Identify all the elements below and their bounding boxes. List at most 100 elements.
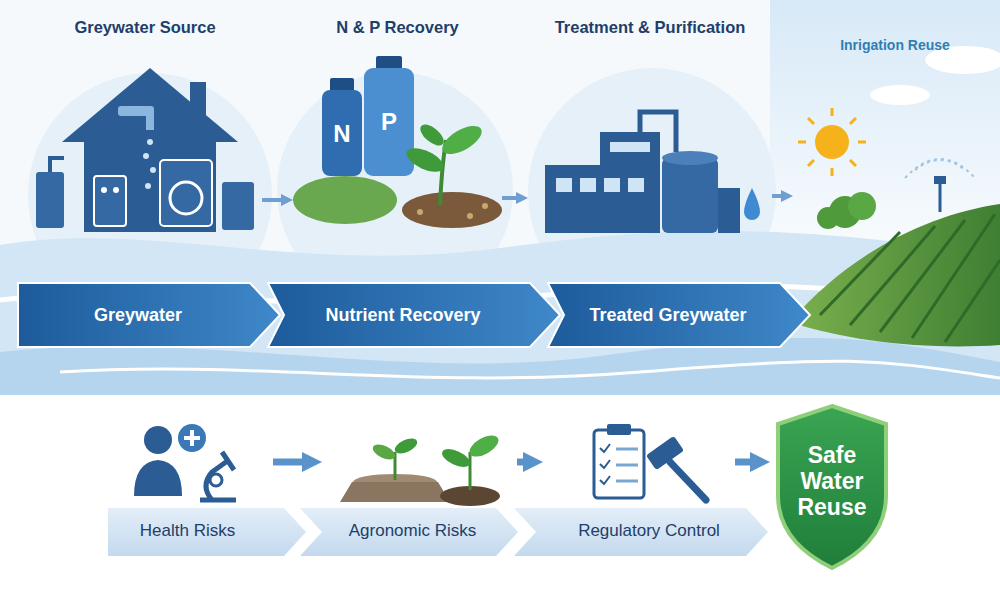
- house-illustration: [94, 176, 126, 226]
- treatment-plant-illustration: [545, 165, 660, 233]
- bottle-letter: N: [333, 120, 350, 148]
- nutrient-illustration: [322, 90, 362, 176]
- sun-symbol: [798, 108, 866, 176]
- health-icon: [178, 424, 206, 452]
- node-label: Greywater: [94, 305, 204, 326]
- treatment-plant-illustration: [580, 178, 596, 192]
- flow-arrow: Treated Greywater: [548, 283, 810, 347]
- flow-connector: [517, 459, 523, 466]
- treatment-plant-illustration: [610, 142, 650, 152]
- house-illustration: [190, 82, 206, 116]
- treatment-plant-illustration: [640, 112, 676, 152]
- arrow-outline: [18, 283, 280, 347]
- field-illustration: [817, 207, 839, 229]
- treatment-plant-illustration: [545, 112, 760, 233]
- flow-arrow: Nutrient Recovery: [268, 283, 560, 347]
- arrow-outline: [268, 283, 560, 347]
- agronomic-icon: [371, 441, 398, 462]
- risk-step-band: [108, 508, 768, 556]
- flow-arrow: Greywater: [18, 283, 280, 347]
- flow-connector: [772, 194, 781, 198]
- background: [870, 85, 930, 105]
- nutrient-illustration: [402, 192, 502, 228]
- treatment-plant-illustration: [604, 178, 620, 192]
- flow-connector: [273, 459, 302, 466]
- stage-heading: Greywater Source: [74, 18, 215, 37]
- node-label: Agronomic Risks: [349, 521, 477, 541]
- house-illustration: [147, 139, 153, 145]
- house-illustration: [222, 182, 254, 230]
- health-icon: [200, 452, 236, 500]
- nutrient-illustration: [364, 68, 414, 176]
- nutrient-illustration: [376, 56, 402, 70]
- field-illustration: [790, 204, 1000, 346]
- risk-step-band: [300, 508, 518, 556]
- house-illustration: [150, 167, 156, 173]
- nutrient-illustration: [293, 176, 397, 224]
- process-stage: Treatment & Purification: [530, 8, 770, 243]
- house-illustration: [36, 68, 254, 232]
- agronomic-icon: [439, 445, 472, 470]
- house-illustration: [36, 172, 64, 228]
- treatment-plant-illustration: [628, 178, 644, 192]
- treatment-plant-illustration: [600, 132, 660, 168]
- agronomic-icon: [466, 431, 502, 461]
- agronomic-icon: [340, 482, 450, 502]
- house-illustration: [101, 187, 107, 193]
- process-stage: Greywater Source: [30, 8, 260, 243]
- health-icon: [210, 474, 222, 486]
- node-label: Regulatory Control: [578, 521, 720, 541]
- safety-shield: Safe Water Reuse: [772, 402, 892, 572]
- house-illustration: [84, 136, 216, 232]
- sun-symbol: [798, 108, 866, 176]
- regulatory-icon: [594, 424, 706, 500]
- house-illustration: [160, 160, 212, 226]
- process-stage: N & P Recovery: [295, 8, 500, 243]
- shield-outline: [778, 406, 886, 568]
- house-illustration: [145, 183, 151, 189]
- treatment-plant-illustration: [556, 178, 572, 192]
- sun-symbol: [815, 125, 849, 159]
- field-illustration: [934, 176, 946, 184]
- health-icon: [184, 430, 200, 446]
- nutrient-illustration: [482, 203, 488, 209]
- nutrient-illustration: [293, 56, 502, 228]
- house-illustration: [146, 112, 154, 130]
- arrow-outline: [548, 283, 810, 347]
- risk-step: Regulatory Control: [565, 415, 733, 555]
- background: [0, 0, 1000, 390]
- flow-connector: [735, 459, 750, 466]
- regulatory-icon: [594, 430, 644, 498]
- node-label: Nutrient Recovery: [325, 305, 502, 326]
- stage-heading: Inrigation Reuse: [840, 37, 950, 53]
- agronomic-icon: [340, 431, 502, 506]
- node-label: Safe Water Reuse: [788, 443, 876, 520]
- agronomic-icon: [393, 435, 420, 456]
- house-illustration: [50, 158, 64, 172]
- nutrient-illustration: [330, 78, 354, 92]
- treatment-plant-illustration: [744, 188, 760, 220]
- risk-step-band: [514, 508, 768, 556]
- process-stage: Inrigation Reuse: [795, 25, 995, 225]
- regulatory-icon: [670, 462, 706, 500]
- house-illustration: [113, 187, 119, 193]
- node-label: Treated Greywater: [589, 305, 768, 326]
- water-wave: [60, 361, 1000, 378]
- field-illustration: [790, 159, 1000, 346]
- risk-step: Health Risks: [110, 415, 265, 555]
- bottle-letter: P: [381, 108, 397, 136]
- field-illustration: [848, 192, 876, 220]
- nutrient-illustration: [417, 209, 423, 215]
- regulatory-icon: [646, 436, 684, 470]
- agronomic-icon: [469, 452, 472, 490]
- nutrient-illustration: [438, 120, 486, 159]
- risk-step-band: [108, 508, 306, 556]
- house-illustration: [62, 68, 238, 142]
- field-illustration: [905, 159, 975, 178]
- treatment-plant-illustration: [662, 151, 718, 165]
